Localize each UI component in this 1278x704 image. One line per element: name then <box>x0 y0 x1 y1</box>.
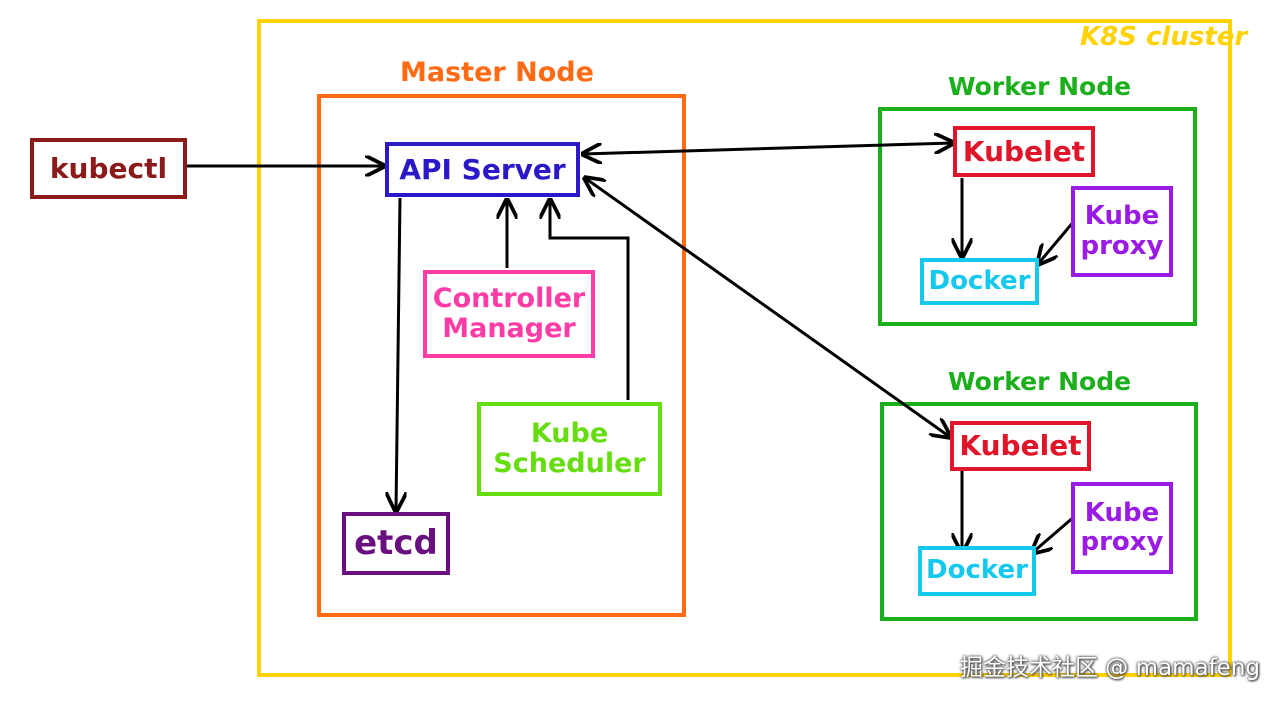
arrow-api-kubelet-1 <box>583 143 953 154</box>
worker-node-frame-2 <box>880 402 1198 621</box>
arrow-proxy-docker-1 <box>1038 219 1077 264</box>
arrow-api-to-etcd <box>396 197 400 511</box>
kubelet-box-1: Kubelet <box>953 126 1095 177</box>
docker-box-1: Docker <box>920 258 1039 305</box>
docker-box-2: Docker <box>918 546 1036 596</box>
arrow-proxy-docker-2 <box>1032 514 1076 553</box>
controller-manager-box: Controller Manager <box>423 270 595 358</box>
kube-proxy-box-1: Kube proxy <box>1071 186 1173 277</box>
worker-node-label-1: Worker Node <box>948 72 1132 101</box>
master-node-label: Master Node <box>400 57 594 88</box>
worker-node-label-2: Worker Node <box>948 367 1132 396</box>
kubelet-box-2: Kubelet <box>950 421 1091 471</box>
kube-proxy-box-2: Kube proxy <box>1071 482 1173 574</box>
arrow-api-kubelet-2 <box>585 178 950 437</box>
kubectl-box: kubectl <box>30 138 187 199</box>
api-server-box: API Server <box>385 142 580 197</box>
kube-scheduler-box: Kube Scheduler <box>477 402 662 496</box>
etcd-box: etcd <box>342 512 450 575</box>
k8s-cluster-label: K8S cluster <box>1080 22 1248 52</box>
watermark-text: 掘金技术社区 @ mamafeng <box>959 655 1260 681</box>
k8s-cluster-frame <box>257 19 1232 677</box>
